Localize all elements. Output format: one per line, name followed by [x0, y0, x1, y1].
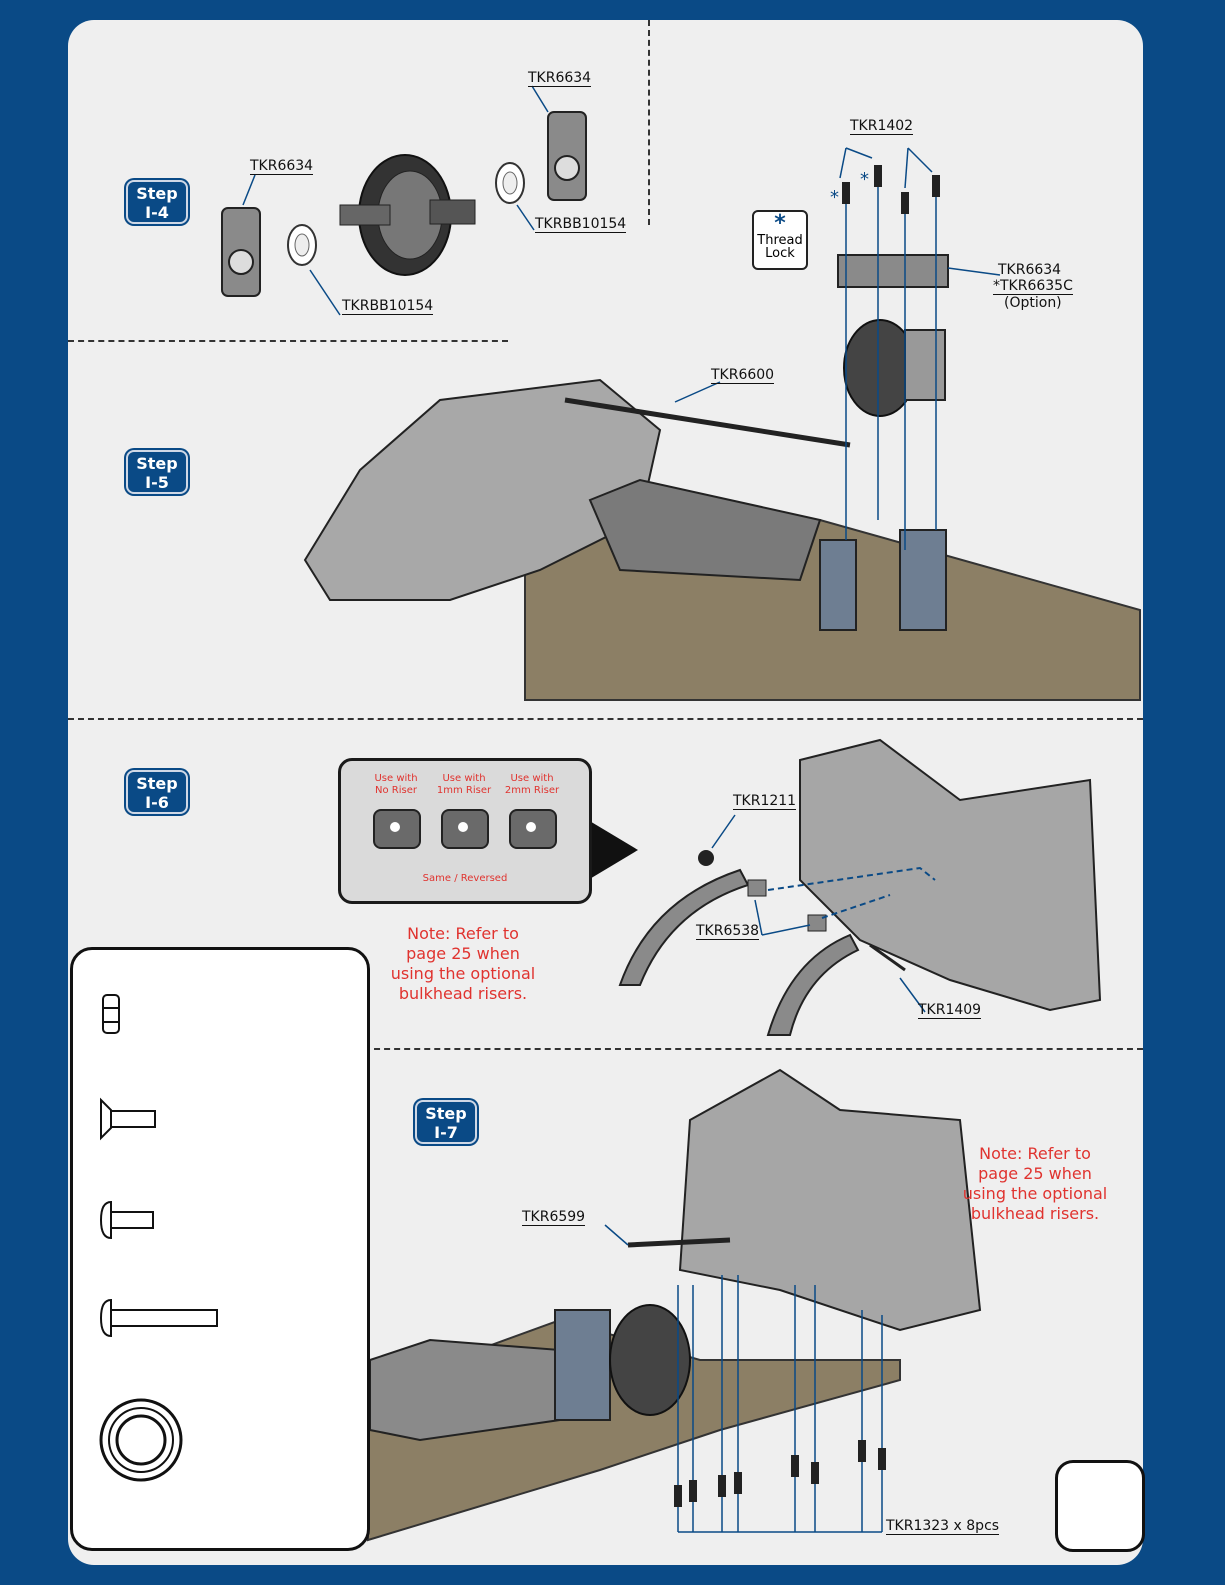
part-label-option: (Option)	[1004, 295, 1062, 311]
part-label-tkr6634-cap: TKR6634	[998, 262, 1062, 278]
ball-bearing-icon	[99, 1398, 183, 1482]
flat-head-screw-icon	[100, 1097, 156, 1141]
nylon-lock-nut-icon	[102, 994, 120, 1034]
riser-1mm-icon	[441, 809, 489, 849]
thread-lock-badge: * Thread Lock	[752, 210, 808, 270]
section-divider	[648, 20, 650, 225]
asterisk-mark: *	[830, 187, 839, 208]
step-i4-diff-exploded	[221, 85, 587, 316]
part-label-tkr6599: TKR6599	[522, 1209, 586, 1226]
page-number-box	[1055, 1460, 1145, 1552]
hardware-panel	[70, 947, 370, 1551]
part-label-tkr6634-left: TKR6634	[250, 158, 314, 175]
part-label-tkr6634-top: TKR6634	[528, 70, 592, 87]
thread-lock-asterisk-icon: *	[774, 211, 786, 236]
section-divider	[68, 718, 1143, 720]
asterisk-mark: *	[860, 169, 869, 190]
riser-no-riser-icon	[373, 809, 421, 849]
section-divider	[68, 340, 508, 342]
button-head-screw-icon	[99, 1200, 154, 1240]
part-label-tkr6600: TKR6600	[711, 367, 775, 384]
part-label-tkr6538: TKR6538	[696, 923, 760, 940]
part-label-tkr1409: TKR1409	[918, 1002, 982, 1019]
section-divider	[364, 1048, 1143, 1050]
step-i6-bulkhead	[588, 738, 1102, 1036]
step-i5-chassis	[303, 147, 1141, 701]
part-label-tkrbb10154-right: TKRBB10154	[535, 216, 627, 233]
hardware-icons	[99, 994, 218, 1482]
part-label-tkr1402: TKR1402	[850, 118, 914, 135]
part-label-tkrbb10154-left: TKRBB10154	[342, 298, 434, 315]
part-label-tkr6635c: *TKR6635C	[993, 278, 1073, 295]
part-label-tkr1211: TKR1211	[733, 793, 797, 810]
long-button-head-screw-icon	[99, 1298, 218, 1338]
riser-2mm-icon	[509, 809, 557, 849]
same-reversed-label: Same / Reversed	[422, 873, 508, 884]
step-i7-assembly	[367, 1068, 982, 1542]
part-label-tkr1323: TKR1323 x 8pcs	[886, 1518, 1000, 1535]
